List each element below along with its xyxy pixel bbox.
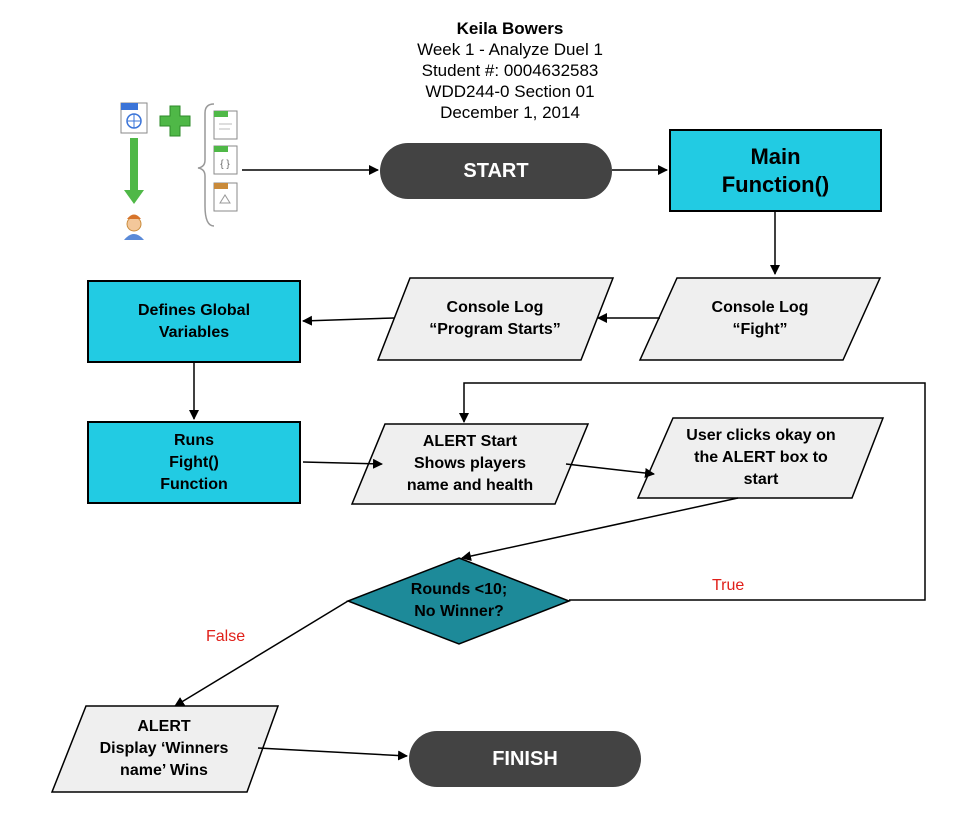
alert-winner-text: ALERT Display ‘Winners name’ Wins xyxy=(66,706,262,792)
console-fight-line2: “Fight” xyxy=(732,321,788,338)
alert-winner-line1: ALERT xyxy=(137,718,191,735)
loop-true-path xyxy=(459,382,926,601)
user-clicks-line3: start xyxy=(743,471,779,488)
console-program-line1: Console Log xyxy=(446,299,544,316)
globals-line1: Defines Global xyxy=(137,301,251,319)
js-file-icon: { } xyxy=(213,145,238,175)
main-function-box: Main Function() xyxy=(669,129,882,212)
student-number: Student #: 0004632583 xyxy=(421,61,599,80)
console-log-fight-shape xyxy=(638,277,882,361)
console-fight-line1: Console Log xyxy=(711,299,809,316)
finish-label: FINISH xyxy=(492,747,558,770)
html-file-icon xyxy=(120,102,148,134)
defines-global-variables-box: Defines Global Variables xyxy=(87,280,301,363)
runs-line2: Fight() xyxy=(169,453,219,471)
svg-text:{ }: { } xyxy=(220,159,230,170)
user-avatar-icon xyxy=(124,214,144,240)
alert-winner-line2: Display ‘Winners xyxy=(99,740,229,757)
true-label: True xyxy=(712,577,745,594)
user-clicks-line1: User clicks okay on xyxy=(686,427,836,444)
decision-diamond-shape xyxy=(345,557,572,645)
alert-start-line1: ALERT Start xyxy=(422,433,518,450)
arrow-console-program-to-globals xyxy=(302,315,395,326)
alert-start-shape xyxy=(350,423,590,505)
alert-start-line2: Shows players xyxy=(413,455,527,472)
alert-winner-line3: name’ Wins xyxy=(120,762,208,779)
alert-start-text: ALERT Start Shows players name and healt… xyxy=(370,424,570,504)
console-program-line2: “Program Starts” xyxy=(429,321,561,338)
console-log-fight-text: Console Log “Fight” xyxy=(660,278,860,360)
runs-line1: Runs xyxy=(173,431,214,449)
header-info: Keila Bowers Week 1 - Analyze Duel 1 Stu… xyxy=(360,18,660,123)
assignment-title: Week 1 - Analyze Duel 1 xyxy=(417,40,603,59)
main-function-line1: Main xyxy=(750,143,801,169)
down-arrow-icon xyxy=(124,138,144,204)
course-section: WDD244-0 Section 01 xyxy=(425,82,595,101)
arrow-alert-start-to-user-clicks xyxy=(565,463,655,478)
decision-line1: Rounds <10; xyxy=(410,581,508,598)
start-label: START xyxy=(463,159,529,182)
alert-winner-shape xyxy=(50,705,280,793)
decision-text: Rounds <10; No Winner? xyxy=(378,572,540,630)
file-group-brace xyxy=(197,103,215,227)
start-terminal: START xyxy=(380,143,612,199)
arrow-decision-false-to-alert-winner xyxy=(174,600,349,707)
decision-line2: No Winner? xyxy=(414,603,504,620)
css-file-icon xyxy=(213,110,238,140)
arrow-user-clicks-to-decision xyxy=(461,497,739,561)
user-clicks-okay-text: User clicks okay on the ALERT box to sta… xyxy=(652,418,870,498)
console-log-program-starts-text: Console Log “Program Starts” xyxy=(395,278,595,360)
runs-line3: Function xyxy=(160,475,228,493)
runs-fight-function-box: Runs Fight() Function xyxy=(87,421,301,504)
finish-terminal: FINISH xyxy=(409,731,641,787)
false-label: False xyxy=(206,628,246,645)
date: December 1, 2014 xyxy=(440,103,580,122)
connectors xyxy=(174,165,926,761)
globals-line2: Variables xyxy=(158,323,230,341)
arrow-runs-to-alert-start xyxy=(302,458,383,469)
console-log-program-starts-shape xyxy=(376,277,615,361)
arrow-alert-winner-to-finish xyxy=(257,747,408,761)
author-name: Keila Bowers xyxy=(456,19,564,38)
alert-start-line3: name and health xyxy=(406,477,534,494)
main-function-line2: Function() xyxy=(721,171,830,197)
plus-icon xyxy=(159,105,191,137)
generic-file-icon xyxy=(213,182,238,212)
user-clicks-line2: the ALERT box to xyxy=(694,449,828,466)
